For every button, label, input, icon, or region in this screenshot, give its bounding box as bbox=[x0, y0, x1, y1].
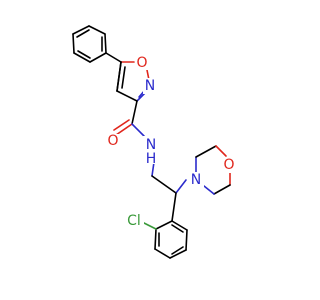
amide-hydrogen-label: H bbox=[146, 151, 157, 167]
morpholine-oxygen-label: O bbox=[223, 157, 234, 173]
phenyl-isoxazole-bond bbox=[105, 52, 122, 63]
carboxamide-group bbox=[113, 100, 145, 137]
morpholine-ring bbox=[195, 145, 231, 195]
carbonyl-oxygen-label: O bbox=[107, 133, 118, 149]
atom-labels: O N O N H N O Cl bbox=[106, 54, 237, 229]
morpholine-nitrogen-label: N bbox=[191, 172, 201, 188]
phenyl-ring bbox=[72, 25, 107, 63]
ch2-ch-bond bbox=[151, 175, 177, 194]
ch-chlorophenyl-bond bbox=[171, 192, 177, 222]
chlorine-label: Cl bbox=[127, 213, 141, 229]
ch-morpholine-bond bbox=[175, 179, 187, 194]
chlorophenyl-ring bbox=[154, 220, 188, 259]
molecule-structure-diagram: O N O N H N O Cl bbox=[72, 25, 237, 259]
chlorine-bond bbox=[141, 221, 157, 230]
amide-n-ch2-bond bbox=[151, 161, 155, 177]
amide-nitrogen-label: N bbox=[146, 137, 156, 153]
isoxazole-nitrogen-label: N bbox=[145, 78, 155, 94]
isoxazole-oxygen-label: O bbox=[136, 55, 147, 71]
